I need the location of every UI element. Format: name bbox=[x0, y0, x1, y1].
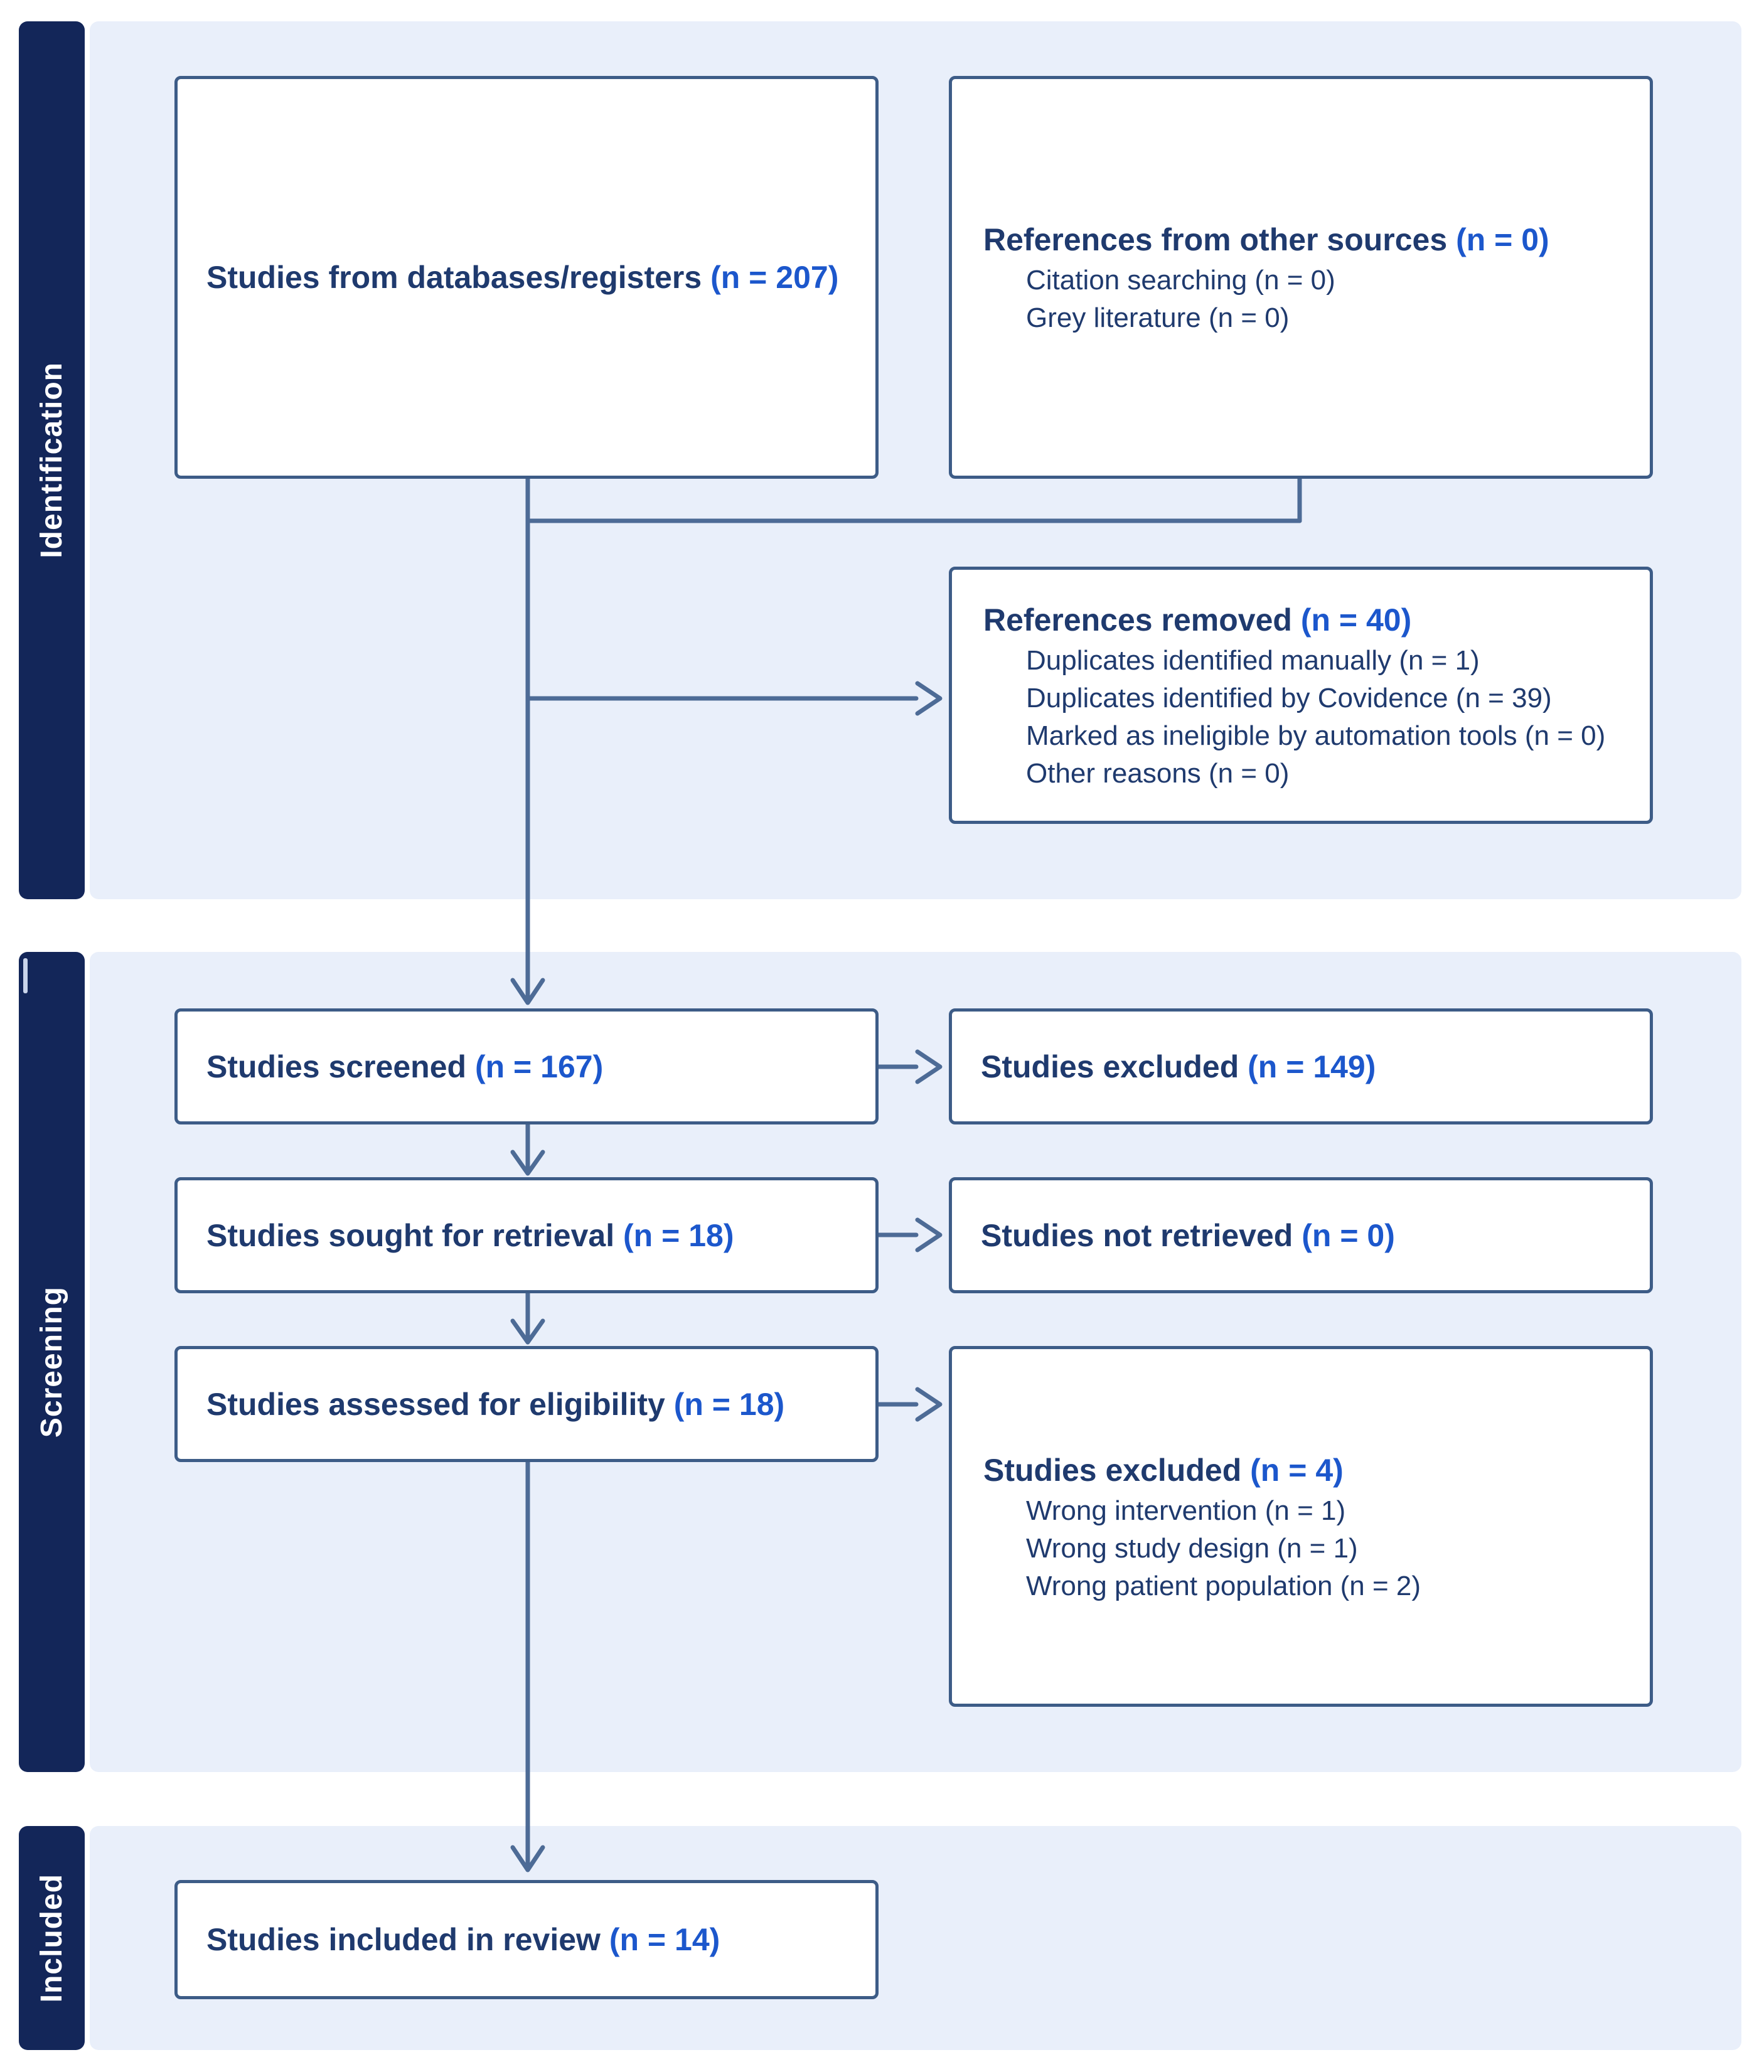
excluded-eligibility-title: Studies excluded (n = 4) bbox=[983, 1452, 1344, 1488]
other-sources-title: References from other sources (n = 0) bbox=[983, 222, 1549, 257]
box-studies-not-retrieved: Studies not retrieved (n = 0) bbox=[949, 1177, 1653, 1293]
box-references-other-sources: References from other sources (n = 0) Ci… bbox=[949, 76, 1653, 479]
excluded-screened-label: Studies excluded (n = 149) bbox=[981, 1049, 1376, 1084]
references-removed-items: Duplicates identified manually (n = 1) D… bbox=[952, 642, 1650, 793]
included-review-count: (n = 14) bbox=[609, 1922, 720, 1957]
databases-count: (n = 207) bbox=[710, 260, 839, 295]
list-item: Wrong study design (n = 1) bbox=[1026, 1532, 1358, 1564]
screening-section-label: Screening bbox=[35, 1286, 68, 1438]
box-studies-sought-retrieval: Studies sought for retrieval (n = 18) bbox=[174, 1177, 879, 1293]
list-item: Other reasons (n = 0) bbox=[1026, 758, 1290, 789]
box-studies-from-databases: Studies from databases/registers (n = 20… bbox=[174, 76, 879, 479]
list-item: Duplicates identified manually (n = 1) bbox=[1026, 645, 1480, 676]
screening-bar-tick-mark bbox=[23, 958, 28, 993]
box-references-removed: References removed (n = 40) Duplicates i… bbox=[949, 567, 1653, 824]
list-item: Wrong intervention (n = 1) bbox=[1026, 1495, 1346, 1526]
identification-section-bar: Identification bbox=[19, 21, 85, 899]
list-item: Duplicates identified by Covidence (n = … bbox=[1026, 683, 1552, 713]
included-section-label: Included bbox=[35, 1873, 68, 2003]
screened-count: (n = 167) bbox=[474, 1049, 604, 1084]
box-studies-screened: Studies screened (n = 167) bbox=[174, 1008, 879, 1124]
excluded-screened-count: (n = 149) bbox=[1248, 1049, 1376, 1084]
list-item: Grey literature (n = 0) bbox=[1026, 302, 1290, 333]
included-section-bar: Included bbox=[19, 1826, 85, 2050]
not-retrieved-count: (n = 0) bbox=[1302, 1217, 1395, 1253]
list-item: Marked as ineligible by automation tools… bbox=[1026, 720, 1606, 751]
box-studies-included-review: Studies included in review (n = 14) bbox=[174, 1880, 879, 1999]
references-removed-count: (n = 40) bbox=[1300, 602, 1412, 638]
other-sources-items: Citation searching (n = 0) Grey literatu… bbox=[952, 262, 1650, 337]
box-studies-assessed-eligibility: Studies assessed for eligibility (n = 18… bbox=[174, 1346, 879, 1462]
assessed-count: (n = 18) bbox=[673, 1386, 785, 1422]
screening-section-bar: Screening bbox=[19, 952, 85, 1772]
identification-section-label: Identification bbox=[35, 362, 68, 558]
references-removed-title: References removed (n = 40) bbox=[983, 602, 1412, 638]
assessed-label: Studies assessed for eligibility (n = 18… bbox=[206, 1386, 785, 1422]
list-item: Wrong patient population (n = 2) bbox=[1026, 1570, 1421, 1601]
sought-count: (n = 18) bbox=[623, 1217, 734, 1253]
list-item: Citation searching (n = 0) bbox=[1026, 265, 1335, 296]
included-review-label: Studies included in review (n = 14) bbox=[206, 1922, 720, 1957]
databases-label: Studies from databases/registers (n = 20… bbox=[206, 260, 839, 295]
box-studies-excluded-eligibility: Studies excluded (n = 4) Wrong intervent… bbox=[949, 1346, 1653, 1707]
box-studies-excluded-screening: Studies excluded (n = 149) bbox=[949, 1008, 1653, 1124]
sought-label: Studies sought for retrieval (n = 18) bbox=[206, 1217, 734, 1253]
excluded-eligibility-items: Wrong intervention (n = 1) Wrong study d… bbox=[952, 1492, 1650, 1605]
excluded-eligibility-count: (n = 4) bbox=[1250, 1452, 1344, 1488]
other-sources-count: (n = 0) bbox=[1456, 222, 1549, 257]
screened-label: Studies screened (n = 167) bbox=[206, 1049, 604, 1084]
not-retrieved-label: Studies not retrieved (n = 0) bbox=[981, 1217, 1395, 1253]
